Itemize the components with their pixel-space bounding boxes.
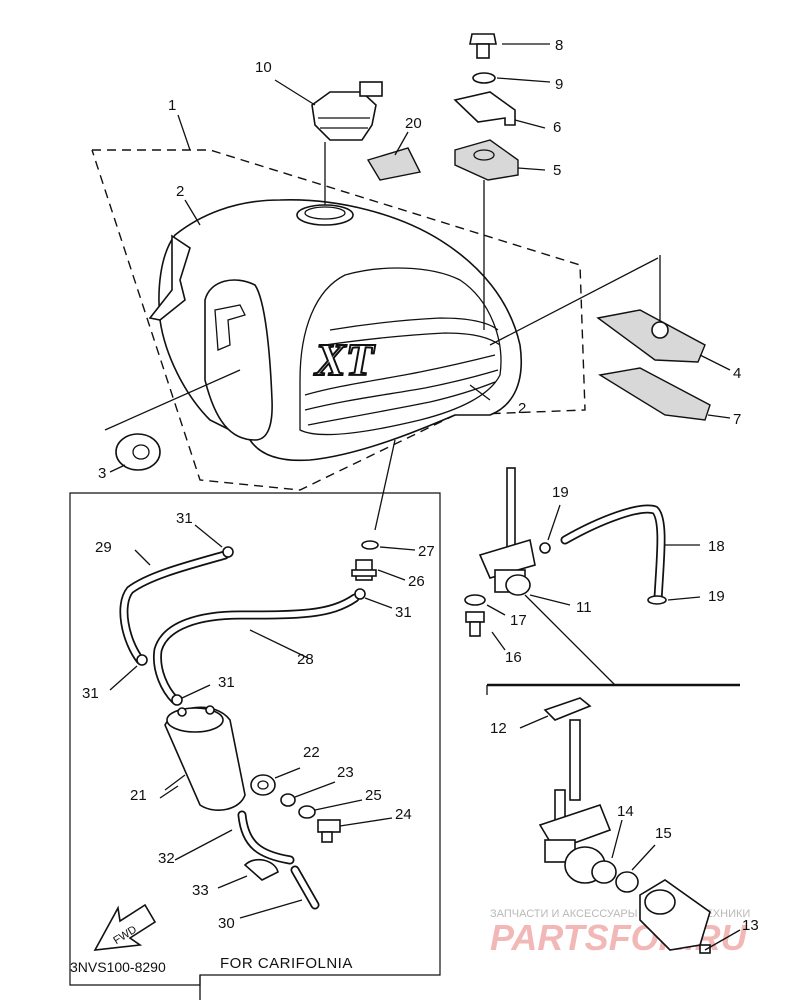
plate-4 bbox=[596, 255, 706, 363]
washer-25 bbox=[298, 799, 363, 819]
callout-28: 28 bbox=[297, 651, 314, 668]
callout-2b: 2 bbox=[518, 400, 526, 417]
callout-32: 32 bbox=[158, 850, 175, 867]
california-caption: FOR CARIFOLNIA bbox=[220, 955, 353, 972]
callout-2a: 2 bbox=[176, 183, 184, 200]
packing-14 bbox=[591, 819, 623, 884]
grommet-22 bbox=[250, 767, 301, 796]
plate-7 bbox=[598, 367, 711, 421]
callout-17: 17 bbox=[510, 612, 527, 629]
callout-33: 33 bbox=[192, 882, 209, 899]
callout-9: 9 bbox=[555, 76, 563, 93]
bracket-6 bbox=[453, 91, 516, 126]
washer-9 bbox=[472, 72, 496, 84]
clip-31b bbox=[354, 588, 393, 609]
callout-20: 20 bbox=[405, 115, 422, 132]
callout-22: 22 bbox=[303, 744, 320, 761]
callout-18: 18 bbox=[708, 538, 725, 555]
california-box bbox=[69, 492, 441, 1000]
clip-19b bbox=[647, 595, 701, 605]
tank-logo: XT bbox=[313, 334, 376, 385]
callout-7: 7 bbox=[733, 411, 741, 428]
leader-lines bbox=[109, 43, 731, 531]
callout-14: 14 bbox=[617, 803, 634, 820]
o-ring-15 bbox=[615, 844, 656, 893]
callout-3: 3 bbox=[98, 465, 106, 482]
callout-31b: 31 bbox=[395, 604, 412, 621]
callout-labels: 1 2 2 3 4 5 6 7 8 9 10 11 12 13 14 15 16… bbox=[82, 37, 759, 934]
damper-3 bbox=[104, 369, 241, 471]
callout-24: 24 bbox=[395, 806, 412, 823]
callout-16: 16 bbox=[505, 649, 522, 666]
callout-25: 25 bbox=[365, 787, 382, 804]
decal-20 bbox=[366, 147, 422, 181]
cover-13 bbox=[639, 879, 741, 954]
clip-31c bbox=[109, 654, 148, 691]
callout-13: 13 bbox=[742, 917, 759, 934]
callout-10: 10 bbox=[255, 59, 272, 76]
collar-23 bbox=[280, 781, 336, 807]
callout-8: 8 bbox=[555, 37, 563, 54]
gasket-12 bbox=[543, 697, 592, 721]
fwd-arrow-icon: FWD bbox=[93, 903, 157, 951]
hose-18 bbox=[560, 504, 700, 605]
callout-21: 21 bbox=[130, 787, 147, 804]
callout-19a: 19 bbox=[552, 484, 569, 501]
fitting-26 bbox=[351, 559, 406, 581]
tank-assembly-outline bbox=[91, 149, 586, 491]
clip-31a bbox=[194, 524, 234, 558]
holder-33 bbox=[217, 858, 279, 889]
fuel-tank: XT bbox=[148, 199, 522, 462]
clip-19a bbox=[539, 504, 561, 554]
screw-16 bbox=[465, 611, 485, 637]
fuel-cock-11 bbox=[478, 467, 571, 606]
canister-21 bbox=[164, 705, 246, 811]
callout-31c: 31 bbox=[82, 685, 99, 702]
callout-4: 4 bbox=[733, 365, 741, 382]
callout-15: 15 bbox=[655, 825, 672, 842]
callout-23: 23 bbox=[337, 764, 354, 781]
callout-31d: 31 bbox=[218, 674, 235, 691]
fuel-cap bbox=[311, 81, 383, 205]
clip-31d bbox=[171, 684, 211, 706]
callout-19b: 19 bbox=[708, 588, 725, 605]
drawing-code: 3NVS100-8290 bbox=[70, 959, 166, 975]
callout-12: 12 bbox=[490, 720, 507, 737]
bolt-8 bbox=[469, 33, 497, 59]
callout-26: 26 bbox=[408, 573, 425, 590]
callout-5: 5 bbox=[553, 162, 561, 179]
callout-30: 30 bbox=[218, 915, 235, 932]
callout-11: 11 bbox=[576, 599, 592, 616]
bolt-24 bbox=[317, 817, 393, 843]
gasket-17 bbox=[464, 594, 486, 606]
callout-31a: 31 bbox=[176, 510, 193, 527]
callout-1: 1 bbox=[168, 97, 176, 114]
callout-29: 29 bbox=[95, 539, 112, 556]
callout-6: 6 bbox=[553, 119, 561, 136]
callout-27: 27 bbox=[418, 543, 435, 560]
fuel-cock-detail bbox=[538, 719, 612, 884]
gasket-27 bbox=[361, 540, 416, 551]
